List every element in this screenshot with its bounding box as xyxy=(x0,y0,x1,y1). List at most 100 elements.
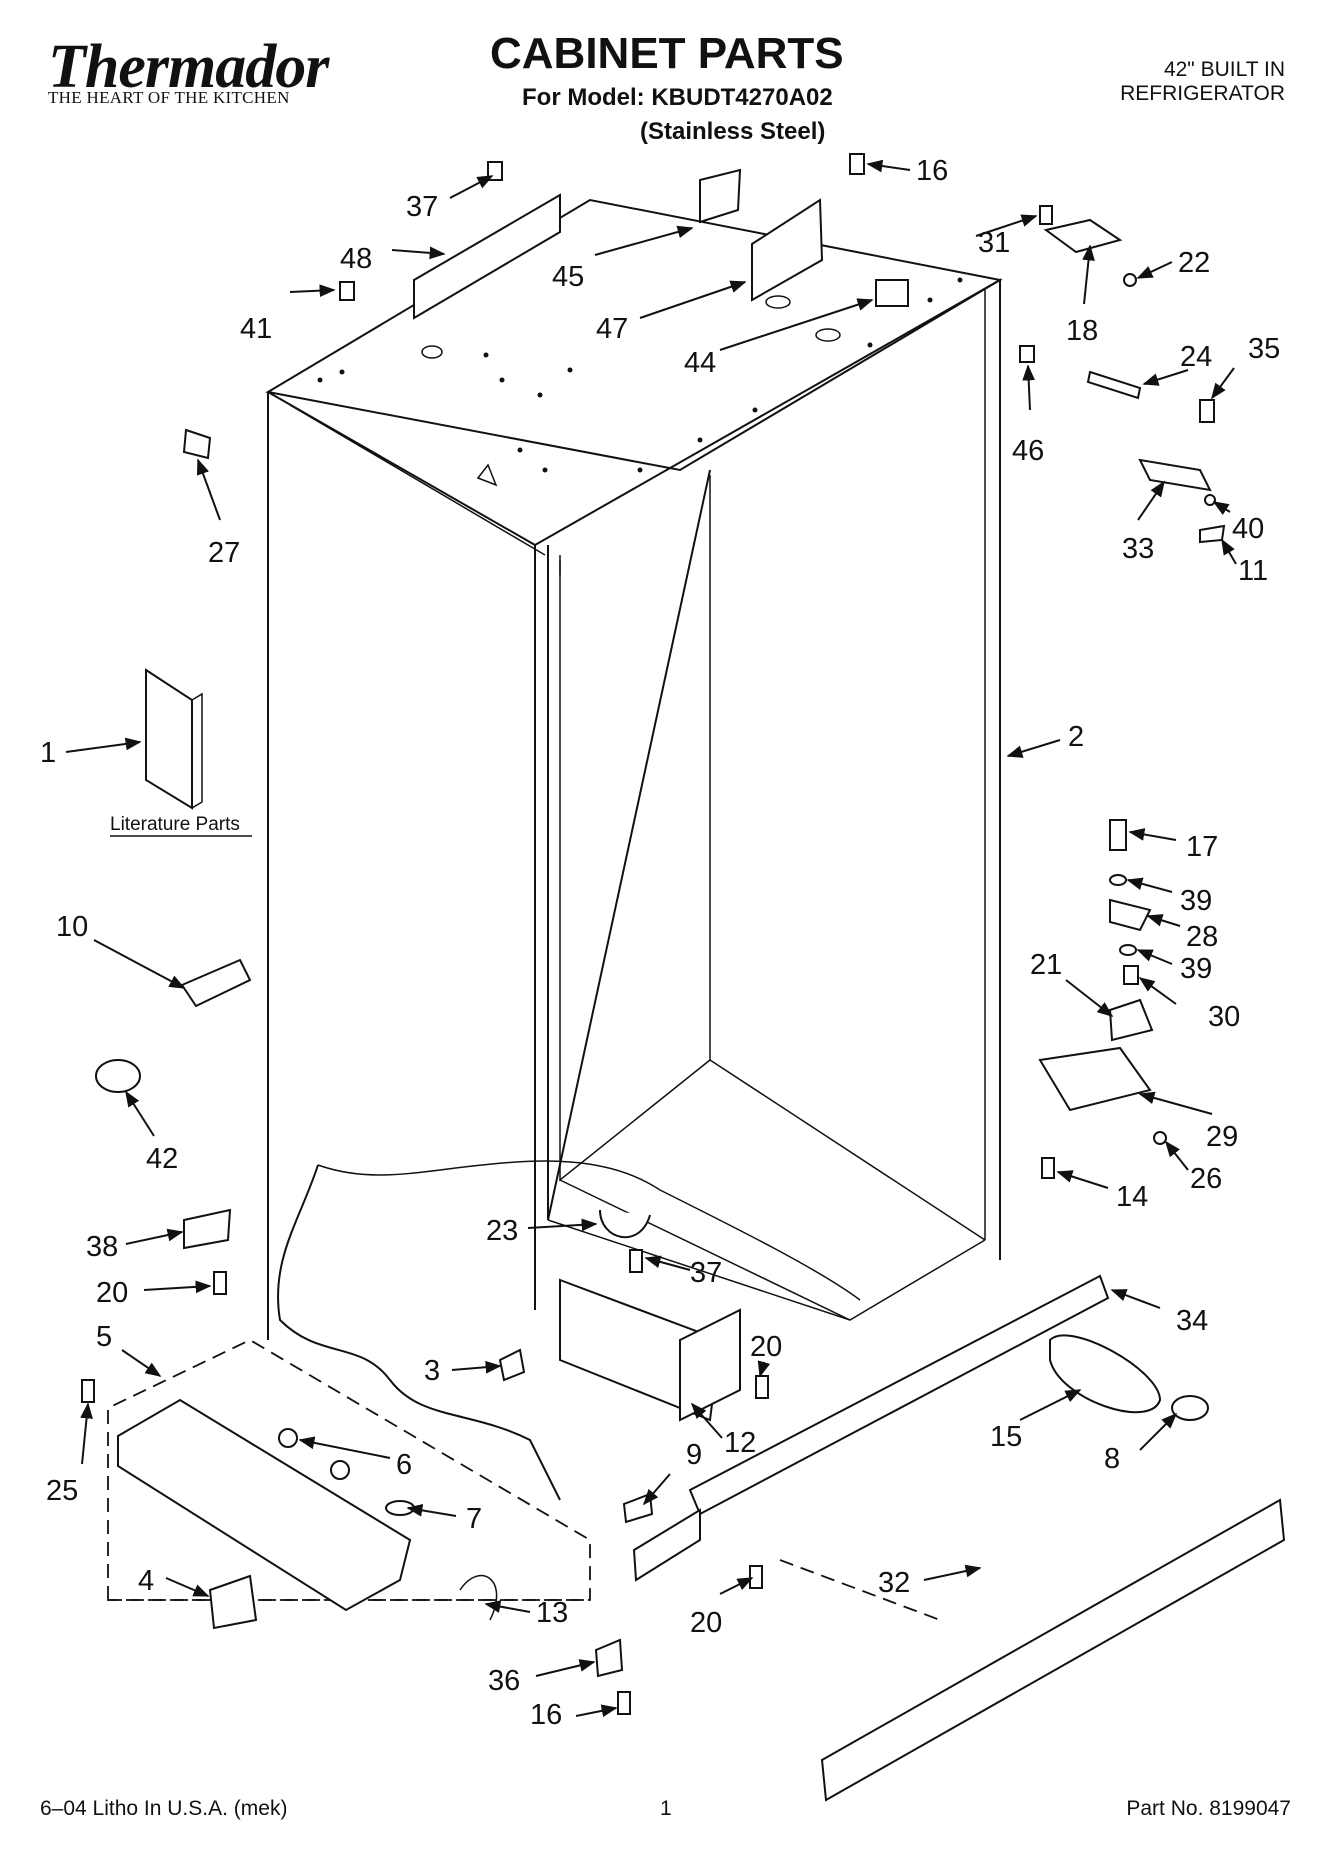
part-39-washer-a xyxy=(1109,874,1127,886)
callout-9: 9 xyxy=(686,1439,702,1471)
callout-45: 45 xyxy=(552,261,584,293)
part-31-screw xyxy=(1039,205,1053,225)
callout-14: 14 xyxy=(1116,1181,1148,1213)
leader-lines xyxy=(65,159,1237,1718)
callout-24: 24 xyxy=(1180,341,1212,373)
part-18-hinge-plate xyxy=(1043,218,1123,254)
part-41-screw xyxy=(339,281,355,301)
drain-assembly xyxy=(559,1209,769,1422)
product-type-line-1: 42" BUILT IN xyxy=(1163,58,1285,81)
brand-logo: Thermador xyxy=(48,33,329,101)
callout-30: 30 xyxy=(1208,1001,1240,1033)
part-16-screw-bottom xyxy=(617,1691,631,1715)
part-33-bracket xyxy=(1138,458,1212,492)
callout-8: 8 xyxy=(1104,1443,1120,1475)
callout-26: 26 xyxy=(1190,1163,1222,1195)
callout-21: 21 xyxy=(1030,949,1062,981)
callout-18: 18 xyxy=(1066,315,1098,347)
grille-end xyxy=(632,1508,701,1582)
part-23-clip xyxy=(599,1209,651,1239)
part-4-leveler xyxy=(208,1574,258,1630)
part-16-screw-top xyxy=(849,153,865,175)
callout-27: 27 xyxy=(208,537,240,569)
callout-20-center: 20 xyxy=(750,1331,782,1363)
callout-36: 36 xyxy=(488,1665,520,1697)
footer-litho: 6–04 Litho In U.S.A. (mek) xyxy=(40,1797,288,1820)
callout-16-top: 16 xyxy=(916,155,948,187)
front-grille-parts xyxy=(594,1274,1286,1802)
callout-37-bottom: 37 xyxy=(690,1257,722,1289)
callout-33: 33 xyxy=(1122,533,1154,565)
callout-29: 29 xyxy=(1206,1121,1238,1153)
part-36-bracket xyxy=(594,1638,624,1678)
literature-parts-label: Literature Parts xyxy=(110,814,240,835)
callout-32: 32 xyxy=(878,1567,910,1599)
part-30-screw xyxy=(1123,965,1139,985)
callout-11: 11 xyxy=(1238,555,1268,587)
callout-labels: 37 48 41 45 47 44 16 31 22 18 46 24 35 4… xyxy=(40,155,1280,1731)
part-48-bracket xyxy=(413,193,561,320)
part-20-screw-left xyxy=(213,1271,227,1295)
callout-20-left: 20 xyxy=(96,1277,128,1309)
part-47-plate xyxy=(751,198,824,302)
part-39-washer-b xyxy=(1119,944,1137,956)
product-type-line-2: REFRIGERATOR xyxy=(1120,82,1285,105)
base-rail xyxy=(117,1398,412,1612)
top-hardware-parts xyxy=(182,153,1226,544)
callout-40: 40 xyxy=(1232,513,1264,545)
model-number: For Model: KBUDT4270A02 xyxy=(522,84,833,111)
part-42-roller xyxy=(95,1059,141,1093)
part-6-grommet-b xyxy=(330,1460,350,1480)
part-46-screw xyxy=(1019,345,1035,363)
callout-6: 6 xyxy=(396,1449,412,1481)
callout-2: 2 xyxy=(1068,721,1084,753)
part-21-hinge xyxy=(1108,998,1154,1042)
lower-hinge-parts xyxy=(1038,819,1167,1179)
part-40-bushing xyxy=(1204,494,1216,506)
brand-tagline: THE HEART OF THE KITCHEN xyxy=(48,88,290,107)
left-side-parts xyxy=(81,958,252,1403)
callout-12: 12 xyxy=(724,1427,756,1459)
page-title: CABINET PARTS xyxy=(490,29,844,78)
callout-23: 23 xyxy=(486,1215,518,1247)
part-17-pin xyxy=(1109,819,1127,851)
callout-10: 10 xyxy=(56,911,88,943)
base-assembly xyxy=(107,1338,591,1630)
part-22-screw xyxy=(1123,273,1137,287)
callout-5: 5 xyxy=(96,1321,112,1353)
callout-13: 13 xyxy=(536,1597,568,1629)
part-14-screw xyxy=(1041,1157,1055,1179)
part-15-filter xyxy=(1049,1334,1162,1414)
callout-3: 3 xyxy=(424,1355,440,1387)
part-34-grille xyxy=(688,1274,1110,1516)
part-12-flange xyxy=(679,1308,741,1422)
part-38-bracket xyxy=(183,1208,232,1250)
part-6-grommet-a xyxy=(278,1428,298,1448)
callout-25: 25 xyxy=(46,1475,78,1507)
callout-48: 48 xyxy=(340,243,372,275)
part-20-screw-bottom xyxy=(749,1565,763,1589)
callout-28: 28 xyxy=(1186,921,1218,953)
callout-17: 17 xyxy=(1186,831,1218,863)
part-13-hose xyxy=(459,1574,498,1621)
footer-part-number: Part No. 8199047 xyxy=(1126,1797,1291,1820)
callout-44: 44 xyxy=(684,347,716,379)
callout-39-b: 39 xyxy=(1180,953,1212,985)
part-29-hinge-base xyxy=(1038,1046,1152,1112)
cabinet-shell xyxy=(265,198,1003,1501)
part-3-clip xyxy=(498,1348,526,1382)
model-variant: (Stainless Steel) xyxy=(640,118,826,145)
part-45-bracket xyxy=(699,168,742,224)
part-24-spring xyxy=(1086,370,1142,400)
part-20-screw-center xyxy=(755,1375,769,1399)
part-1-literature: Literature Parts xyxy=(110,668,252,837)
callout-37-top: 37 xyxy=(406,191,438,223)
part-32-kickplate xyxy=(820,1498,1286,1802)
part-37-screw-bottom xyxy=(629,1249,643,1273)
callout-42: 42 xyxy=(146,1143,178,1175)
callout-41: 41 xyxy=(240,313,272,345)
footer-page-number: 1 xyxy=(660,1797,672,1820)
callout-34: 34 xyxy=(1176,1305,1208,1337)
part-35-screw xyxy=(1199,399,1215,423)
